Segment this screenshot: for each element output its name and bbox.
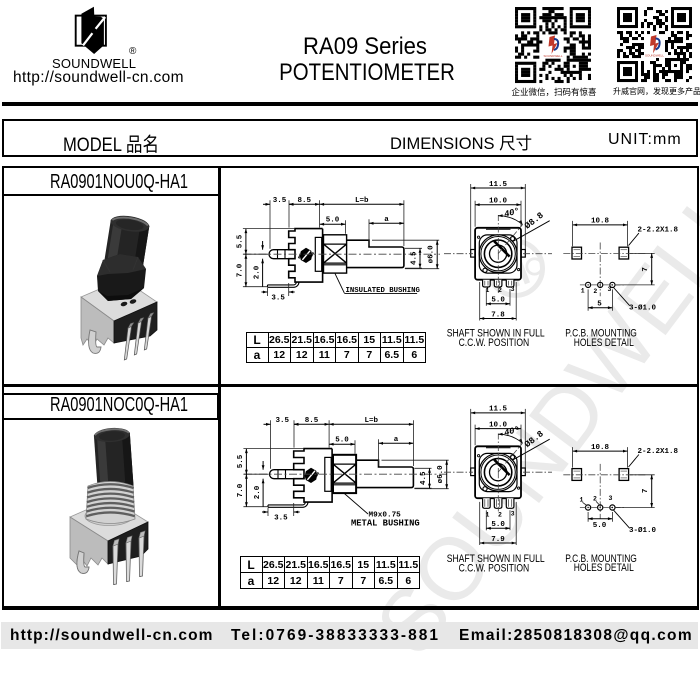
- svg-text:SOUNDWELL: SOUNDWELL: [543, 54, 562, 58]
- svg-text:SOUNDWELL: SOUNDWELL: [645, 53, 664, 57]
